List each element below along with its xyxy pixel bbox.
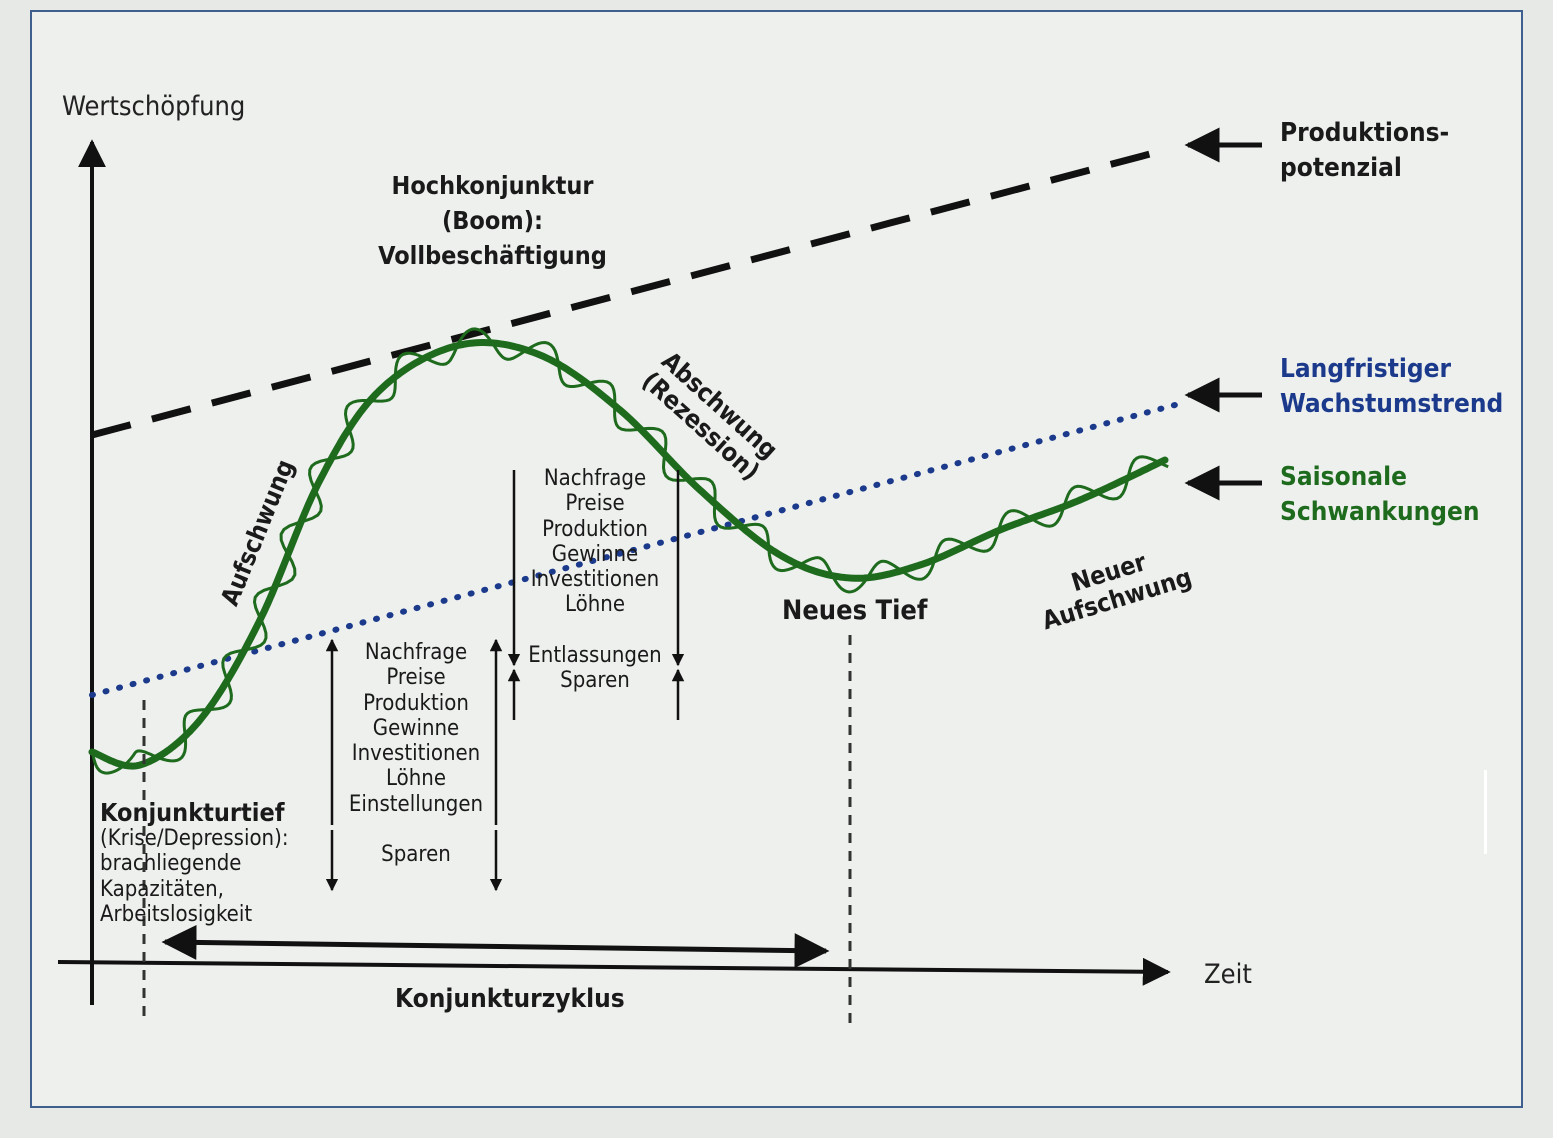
trough-line: (Krise/Depression): — [100, 825, 289, 851]
indicator-item: Einstellungen — [348, 791, 484, 817]
legend-line: Langfristiger — [1280, 354, 1452, 384]
indicator-item: Entlassungen — [528, 643, 662, 668]
legend-line: Schwankungen — [1280, 497, 1480, 527]
legend-line: Wachstumstrend — [1280, 389, 1504, 419]
long-term-trend-line — [89, 402, 1178, 698]
indicator-item: Preise — [565, 491, 625, 517]
indicator-item: Gewinne — [551, 541, 639, 567]
upswing-falling-indicator: Sparen — [381, 842, 451, 867]
legend-production-potential: Produktions- potenzial — [1280, 116, 1449, 186]
boom-subtitle: (Boom): — [441, 206, 544, 235]
y-axis-label: Wertschöpfung — [62, 91, 246, 122]
trough-line: brachliegende — [100, 851, 242, 876]
indicator-item: Produktion — [363, 690, 469, 716]
x-axis-label: Zeit — [1204, 959, 1252, 990]
trough-title: Konjunkturtief — [100, 798, 285, 827]
production-potential-line — [91, 146, 1166, 439]
legend-long-term-trend: Langfristiger Wachstumstrend — [1280, 352, 1503, 422]
indicator-item: Nachfrage — [543, 466, 647, 491]
trough-line: Kapazitäten, — [100, 876, 224, 902]
boom-title: Hochkonjunktur — [391, 171, 594, 200]
business-cycle-curve — [88, 339, 1169, 770]
indicator-item: Löhne — [385, 766, 447, 792]
boom-detail: Vollbeschäftigung — [378, 241, 607, 270]
trough-label: Konjunkturtief (Krise/Depression): brach… — [100, 800, 289, 928]
downswing-rising-indicators: Entlassungen Sparen — [520, 643, 670, 694]
indicator-item: Investitionen — [530, 567, 660, 593]
legend-seasonal-fluctuations: Saisonale Schwankungen — [1280, 460, 1480, 530]
new-low-label: Neues Tief — [782, 595, 928, 626]
boom-label: Hochkonjunktur (Boom): Vollbeschäftigung — [360, 168, 625, 273]
downswing-falling-indicators: Nachfrage Preise Produktion Gewinne Inve… — [520, 466, 670, 618]
upswing-rising-indicators: Nachfrage Preise Produktion Gewinne Inve… — [340, 640, 492, 817]
text-cursor — [1484, 770, 1487, 854]
trough-line: Arbeitslosigkeit — [100, 902, 253, 927]
indicator-item: Produktion — [542, 516, 648, 542]
legend-line: Produktions- — [1280, 118, 1450, 148]
cycle-span-arrow — [161, 924, 830, 969]
legend-line: potenzial — [1280, 153, 1402, 183]
indicator-item: Löhne — [564, 592, 626, 618]
indicator-item: Investitionen — [351, 741, 481, 767]
x-axis — [57, 957, 1171, 986]
indicator-item: Sparen — [560, 668, 630, 694]
business-cycle-label: Konjunkturzyklus — [395, 984, 625, 1014]
indicator-item: Gewinne — [372, 715, 460, 741]
seasonal-fluctuation-curve — [90, 327, 1169, 775]
indicator-item: Preise — [386, 665, 446, 691]
legend-line: Saisonale — [1280, 462, 1407, 492]
indicator-item: Nachfrage — [364, 640, 468, 665]
